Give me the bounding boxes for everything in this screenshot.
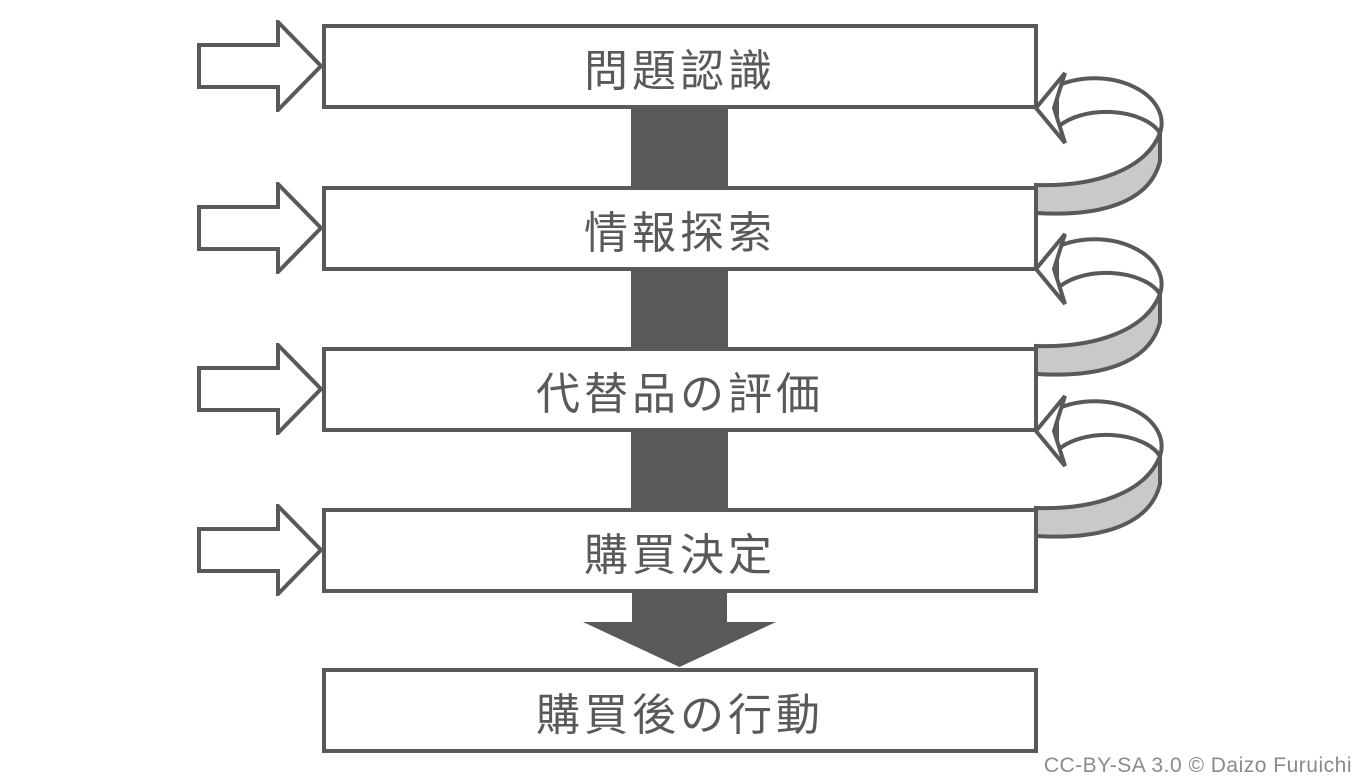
stage-box-purchase-decision: 購買決定	[322, 508, 1038, 593]
stage-label: 購買後の行動	[536, 690, 824, 740]
feedback-loop-arrow-icon-2	[1033, 232, 1164, 377]
flow-connector-bar-2	[631, 262, 728, 356]
stage-box-evaluation-of-alternatives: 代替品の評価	[322, 347, 1038, 432]
input-arrow-icon-3	[197, 343, 324, 435]
stage-box-problem-recognition: 問題認識	[322, 24, 1038, 109]
feedback-loop-arrow-icon-1	[1033, 71, 1164, 216]
down-arrow-icon	[583, 588, 776, 667]
stage-label: 購買決定	[584, 530, 776, 580]
flow-connector-bar-3	[631, 423, 728, 517]
stage-label: 問題認識	[584, 46, 776, 96]
stage-label: 代替品の評価	[536, 369, 824, 419]
stage-box-information-search: 情報探索	[322, 186, 1038, 271]
flow-connector-bar-1	[631, 100, 728, 195]
feedback-loop-arrow-icon-3	[1033, 394, 1164, 539]
input-arrow-icon-2	[197, 182, 324, 274]
license-credit: CC-BY-SA 3.0 © Daizo Furuichi	[1043, 754, 1352, 777]
input-arrow-icon-4	[197, 504, 324, 596]
stage-label: 情報探索	[584, 208, 776, 258]
stage-box-post-purchase-behavior: 購買後の行動	[322, 668, 1038, 753]
input-arrow-icon-1	[197, 20, 324, 112]
